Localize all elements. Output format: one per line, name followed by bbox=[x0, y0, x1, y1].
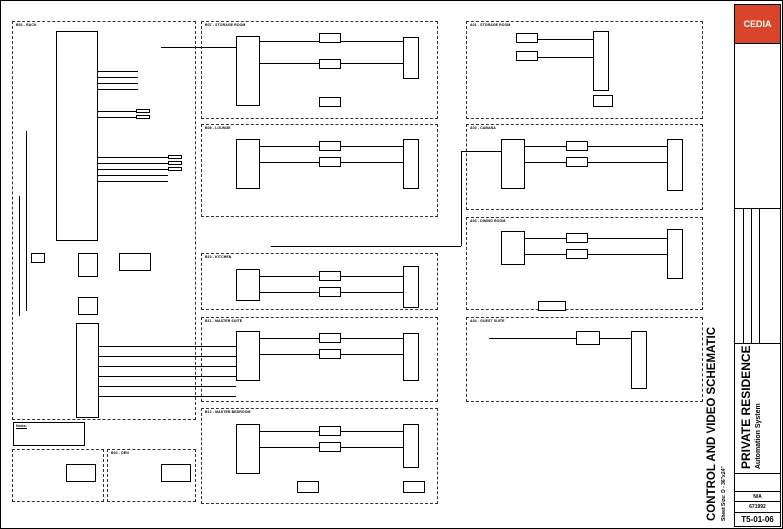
sub-device bbox=[66, 464, 96, 482]
drawing-title: CONTROL AND VIDEO SCHEMATIC bbox=[706, 326, 718, 521]
room-device bbox=[566, 141, 588, 151]
rack-device-4 bbox=[31, 253, 45, 263]
room-hub bbox=[501, 231, 525, 265]
room-device bbox=[403, 481, 425, 493]
project-subtitle: Automation System bbox=[755, 403, 762, 469]
zone-title: B08 - LOUNGE bbox=[205, 126, 231, 130]
room-display bbox=[403, 333, 419, 381]
zone-title: A03 - DINING ROOM bbox=[470, 219, 506, 223]
legend-title: Notes: bbox=[16, 424, 27, 428]
sheet-number: T5-01-06 bbox=[735, 512, 780, 527]
zone-title: A02 - CABANA bbox=[470, 126, 496, 130]
room-hub bbox=[236, 331, 260, 381]
room-display bbox=[403, 37, 419, 79]
room-display bbox=[631, 331, 647, 389]
zone-title: B12 - MASTER BEDROOM bbox=[205, 410, 251, 414]
zone-kitchen: B10 - KITCHEN bbox=[201, 253, 438, 310]
zone-master-suite: B11 - MASTER SUITE bbox=[201, 317, 438, 402]
zone-title: B07 - STORAGE ROOM bbox=[205, 23, 246, 27]
room-device bbox=[566, 157, 588, 167]
room-device bbox=[566, 233, 588, 243]
room-device bbox=[516, 51, 538, 61]
project-number: 671992 bbox=[735, 501, 780, 513]
room-device bbox=[319, 333, 341, 343]
zone-title: B11 - MASTER SUITE bbox=[205, 319, 243, 323]
rack-output bbox=[168, 155, 182, 159]
zone-a1: A01 - STORAGE ROOM bbox=[466, 21, 703, 119]
room-device bbox=[319, 287, 341, 297]
rack-switch bbox=[76, 323, 99, 418]
room-device bbox=[319, 442, 341, 452]
sheet-info: N/A 671992 T5-01-06 bbox=[735, 473, 780, 528]
room-hub bbox=[236, 36, 260, 106]
zone-sub-2: B02 - DEN bbox=[107, 449, 196, 502]
zone-title: A04 - GUEST SUITE bbox=[470, 319, 505, 323]
revision-table bbox=[735, 208, 780, 344]
room-device bbox=[319, 59, 341, 69]
zone-title: B02 - DEN bbox=[111, 451, 129, 455]
room-hub bbox=[501, 139, 525, 189]
room-hub bbox=[236, 424, 260, 474]
room-display bbox=[593, 31, 609, 91]
zone-storage: B07 - STORAGE ROOM bbox=[201, 21, 438, 119]
room-device bbox=[593, 95, 613, 107]
zone-rack: B01 - RACK bbox=[12, 21, 196, 420]
rack-device-2 bbox=[78, 297, 98, 315]
rack-device-1 bbox=[78, 253, 98, 277]
room-device bbox=[319, 426, 341, 436]
rack-controller bbox=[56, 31, 98, 241]
zone-title: B10 - KITCHEN bbox=[205, 255, 232, 259]
zone-sub-1 bbox=[12, 449, 104, 502]
room-hub bbox=[576, 331, 600, 345]
zone-title: A01 - STORAGE ROOM bbox=[470, 23, 511, 27]
project-name: PRIVATE RESIDENCE bbox=[739, 345, 753, 469]
sheet-size: Sheet Size: D - 36"x24" bbox=[721, 466, 727, 521]
rack-output bbox=[168, 161, 182, 165]
room-display bbox=[403, 139, 419, 189]
zone-a2: A02 - CABANA bbox=[466, 124, 703, 210]
room-device bbox=[319, 157, 341, 167]
zone-master-bedroom: B12 - MASTER BEDROOM bbox=[201, 408, 438, 504]
room-device bbox=[297, 481, 319, 493]
room-device bbox=[319, 141, 341, 151]
zone-a4: A04 - GUEST SUITE bbox=[466, 317, 703, 402]
notes-legend: Notes: bbox=[13, 422, 85, 446]
room-display bbox=[403, 266, 419, 308]
room-device bbox=[538, 301, 566, 311]
room-hub bbox=[236, 269, 260, 301]
project-block: PRIVATE RESIDENCE Automation System bbox=[735, 343, 780, 474]
room-hub bbox=[236, 139, 260, 189]
room-device bbox=[319, 97, 341, 107]
room-display bbox=[667, 229, 683, 279]
room-display bbox=[403, 424, 419, 468]
zone-title: B01 - RACK bbox=[16, 23, 37, 27]
room-device bbox=[319, 349, 341, 359]
logo-text: CEDIA bbox=[743, 19, 772, 29]
room-device bbox=[319, 271, 341, 281]
title-block-notes bbox=[735, 43, 780, 209]
rack-output bbox=[136, 109, 150, 113]
room-device bbox=[566, 249, 588, 259]
cedia-logo: CEDIA bbox=[735, 5, 780, 44]
rack-output bbox=[168, 167, 182, 171]
zone-lounge: B08 - LOUNGE bbox=[201, 124, 438, 217]
rack-device-3 bbox=[119, 253, 151, 271]
title-block: CEDIA PRIVATE RESIDENCE Automation Syste… bbox=[734, 4, 781, 527]
rack-output bbox=[136, 115, 150, 119]
room-device bbox=[319, 33, 341, 43]
scale-value: N/A bbox=[735, 491, 780, 502]
room-device bbox=[516, 33, 538, 43]
sub-device bbox=[161, 464, 191, 482]
zone-a3: A03 - DINING ROOM bbox=[466, 217, 703, 310]
room-display bbox=[667, 139, 683, 191]
